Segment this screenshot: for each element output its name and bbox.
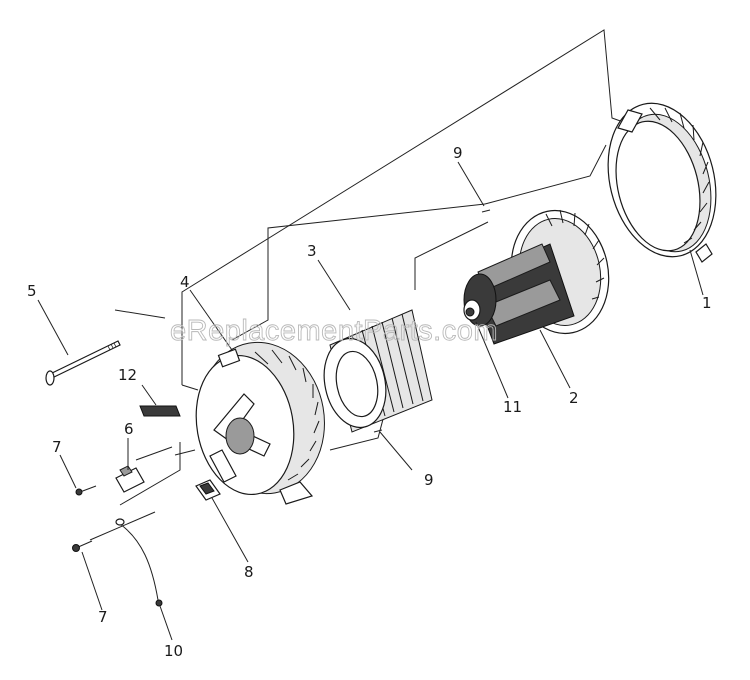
callout-4: 4 <box>180 273 190 291</box>
callout-3: 3 <box>307 242 317 260</box>
rotor-assembly <box>463 209 610 345</box>
front-housing <box>195 341 325 505</box>
callout-11: 11 <box>503 398 522 416</box>
callout-8: 8 <box>244 563 254 581</box>
callout-7a: 7 <box>52 438 62 456</box>
screw-upper <box>75 485 97 496</box>
brush-pad <box>139 405 181 417</box>
callout-labels: 1 2 3 4 5 6 7 7 8 9 9 10 11 12 <box>27 144 712 660</box>
brush-holder <box>115 465 145 493</box>
screw-lower <box>72 540 93 552</box>
end-bell-housing <box>607 102 717 263</box>
pin-lower <box>373 429 383 433</box>
callout-2: 2 <box>569 389 579 407</box>
callout-1: 1 <box>702 294 712 312</box>
watermark-text: eReplacementParts.com <box>170 315 498 347</box>
callout-6: 6 <box>124 420 134 438</box>
callout-leaders <box>37 161 704 641</box>
callout-7b: 7 <box>98 608 108 626</box>
callout-9a: 9 <box>453 144 463 162</box>
callout-10: 10 <box>164 642 183 660</box>
mounting-bracket <box>195 479 221 501</box>
callout-12: 12 <box>118 366 137 384</box>
stator-core <box>323 309 433 433</box>
callout-9b: 9 <box>424 471 434 489</box>
callout-5: 5 <box>27 282 37 300</box>
ground-wire <box>115 518 163 607</box>
pin-upper <box>481 209 491 213</box>
through-bolt <box>45 340 121 386</box>
